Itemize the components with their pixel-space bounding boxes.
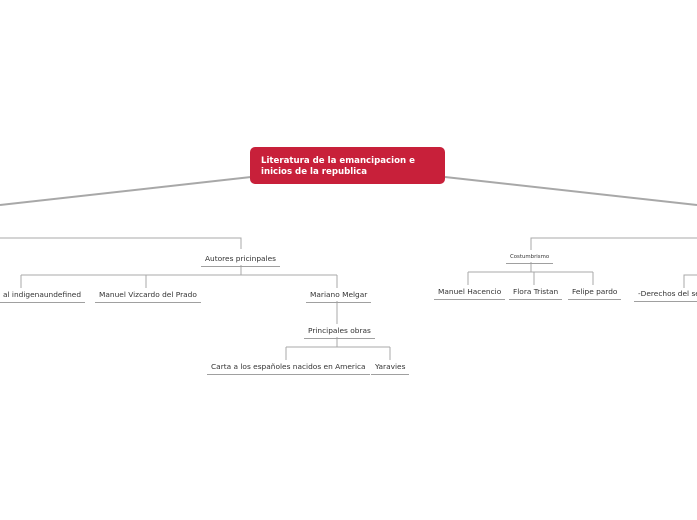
right-branch-line bbox=[530, 237, 697, 250]
costumbrismo-children-line bbox=[467, 262, 594, 285]
topic-costumbrismo[interactable]: Costumbrismo bbox=[506, 254, 554, 264]
topic-derechos[interactable]: -Derechos del se bbox=[634, 289, 697, 302]
root-topic[interactable]: Literatura de la emancipacion e inicios … bbox=[250, 147, 445, 184]
autores-children-line bbox=[20, 265, 338, 288]
topic-tristan[interactable]: Flora Tristan bbox=[509, 287, 563, 300]
topic-pardo[interactable]: Felipe pardo bbox=[568, 287, 622, 300]
derechos-line bbox=[683, 274, 697, 288]
topic-autores[interactable]: Autores pricinpales bbox=[201, 254, 281, 267]
root-link-left bbox=[0, 176, 252, 206]
topic-melgar[interactable]: Mariano Melgar bbox=[306, 290, 372, 303]
left-branch-line bbox=[0, 237, 242, 249]
topic-obras[interactable]: Principales obras bbox=[304, 326, 375, 339]
root-link-right bbox=[444, 176, 697, 206]
topic-hacencio[interactable]: Manuel Hacencio bbox=[434, 287, 506, 300]
topic-carta[interactable]: Carta a los españoles nacidos en America bbox=[207, 362, 370, 375]
topic-vizcardo[interactable]: Manuel Vizcardo del Prado bbox=[95, 290, 201, 303]
obras-children-line bbox=[285, 337, 391, 360]
topic-indigena[interactable]: al indigenaundefined bbox=[0, 290, 86, 303]
topic-yaravies[interactable]: Yaravies bbox=[371, 362, 410, 375]
